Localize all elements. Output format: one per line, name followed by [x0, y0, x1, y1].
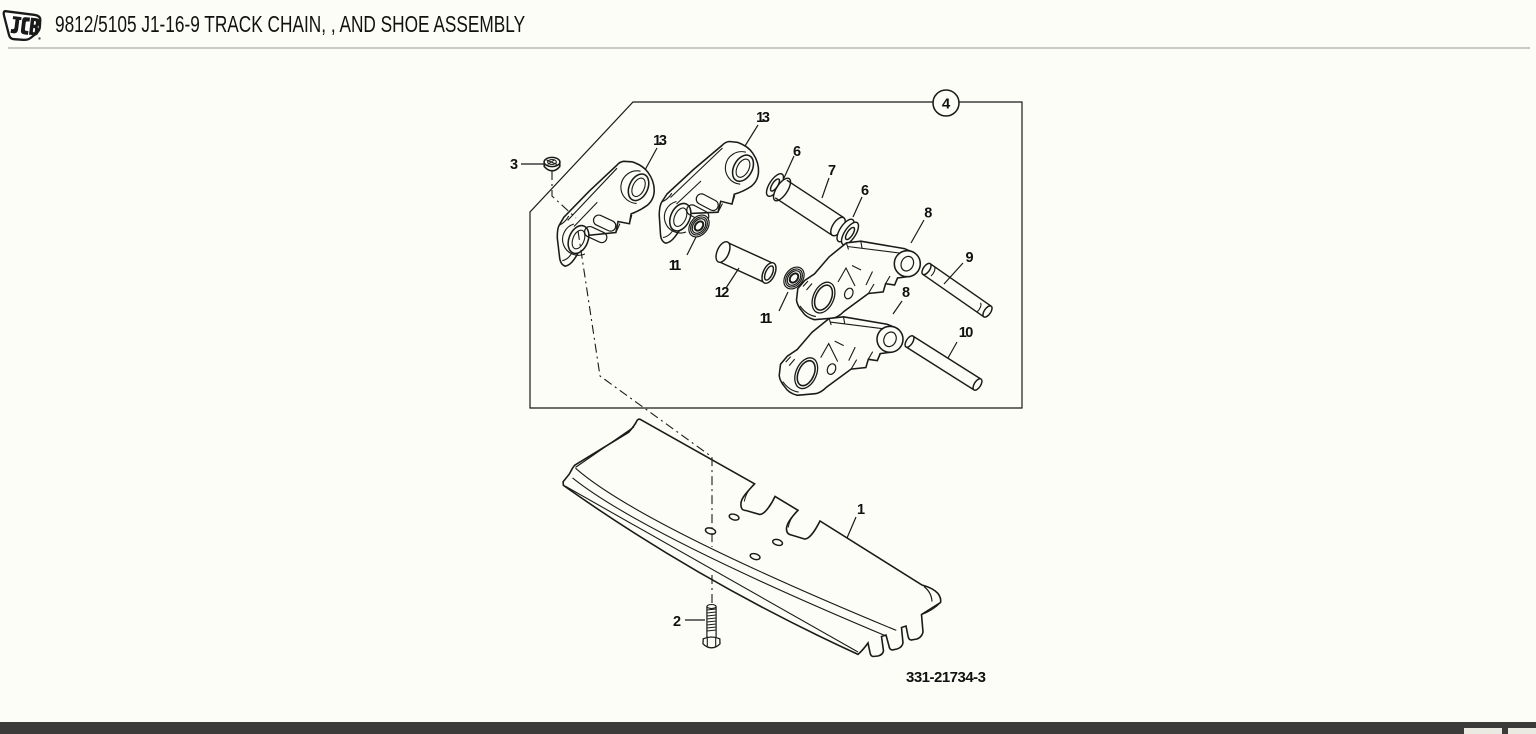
svg-text:1: 1	[857, 502, 865, 518]
svg-text:11: 11	[669, 258, 682, 274]
svg-text:3: 3	[510, 157, 518, 173]
svg-text:11: 11	[760, 311, 773, 327]
svg-text:331-21734-3: 331-21734-3	[906, 669, 986, 686]
svg-text:6: 6	[793, 144, 801, 160]
svg-text:9: 9	[965, 250, 973, 266]
svg-text:12: 12	[715, 285, 730, 301]
svg-text:13: 13	[653, 133, 667, 149]
svg-text:6: 6	[861, 183, 869, 199]
svg-text:13: 13	[756, 110, 770, 126]
svg-text:2: 2	[673, 614, 681, 630]
svg-text:4: 4	[942, 96, 951, 113]
svg-text:7: 7	[828, 163, 836, 179]
svg-text:8: 8	[902, 285, 910, 301]
svg-text:10: 10	[959, 325, 974, 341]
svg-text:8: 8	[924, 206, 932, 222]
